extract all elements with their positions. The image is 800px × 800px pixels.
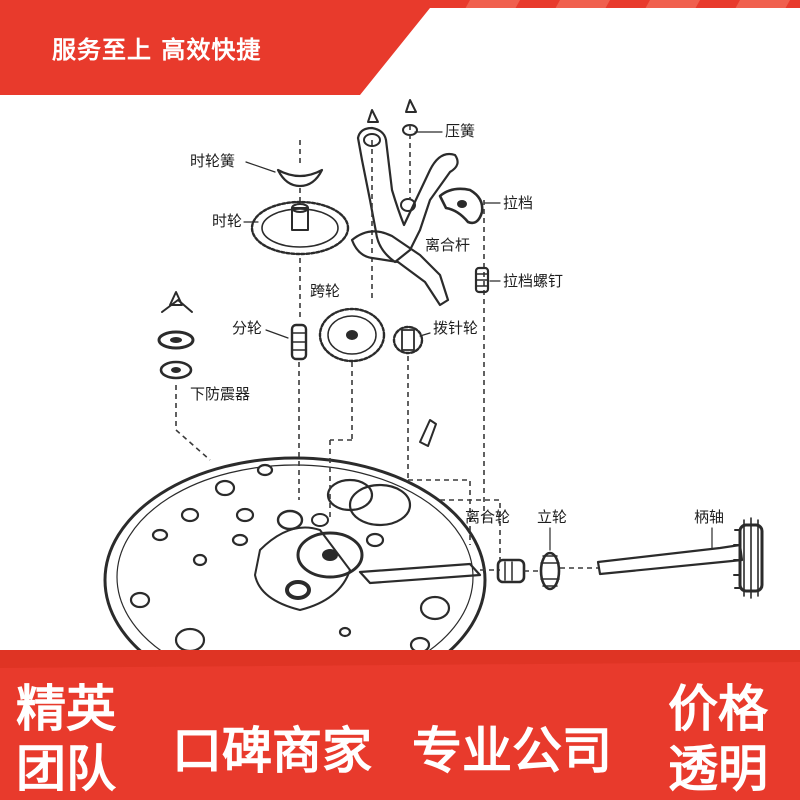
lower-shock-absorber xyxy=(157,291,211,461)
pull-lever xyxy=(438,187,485,520)
bottom-banner: 精英 团队 口碑商家 专业公司 价格 透明 xyxy=(0,650,800,800)
label-hour-wheel: 时轮 xyxy=(212,212,242,230)
banner-middle-1: 口碑商家 xyxy=(172,722,372,780)
label-clutch-lever: 离合杆 xyxy=(425,236,470,254)
label-setting-wheel: 拨针轮 xyxy=(433,319,478,337)
banner-right-top: 价格 xyxy=(668,680,769,738)
label-cannon-wheel: 跨轮 xyxy=(310,282,340,300)
clutch-lever xyxy=(350,230,450,307)
hour-wheel xyxy=(250,200,350,320)
label-spring: 压簧 xyxy=(445,122,475,140)
label-stem: 柄轴 xyxy=(694,508,724,526)
banner-left-bottom: 团队 xyxy=(16,740,117,798)
pull-lever-screw xyxy=(474,266,490,294)
cannon-wheel xyxy=(318,307,386,520)
top-banner-text: 服务至上 高效快捷 xyxy=(52,36,261,64)
stem-assembly xyxy=(358,517,764,599)
label-minute-wheel: 分轮 xyxy=(232,319,262,337)
hour-wheel-spring xyxy=(276,140,324,205)
banner-middle-2: 专业公司 xyxy=(412,722,612,780)
label-clutch-wheel: 离合轮 xyxy=(465,508,510,526)
banner-right-bottom: 透明 xyxy=(668,740,768,798)
banner-left-top: 精英 xyxy=(16,680,117,738)
setting-wheel xyxy=(392,325,437,480)
label-lower-shock: 下防震器 xyxy=(190,385,250,403)
label-hour-wheel-spring: 时轮簧 xyxy=(190,152,235,170)
label-crown-wheel: 立轮 xyxy=(537,508,567,526)
label-pull-lever-screw: 拉档螺钉 xyxy=(503,272,563,290)
minute-wheel xyxy=(290,323,308,500)
label-pull-lever: 拉档 xyxy=(503,194,533,212)
